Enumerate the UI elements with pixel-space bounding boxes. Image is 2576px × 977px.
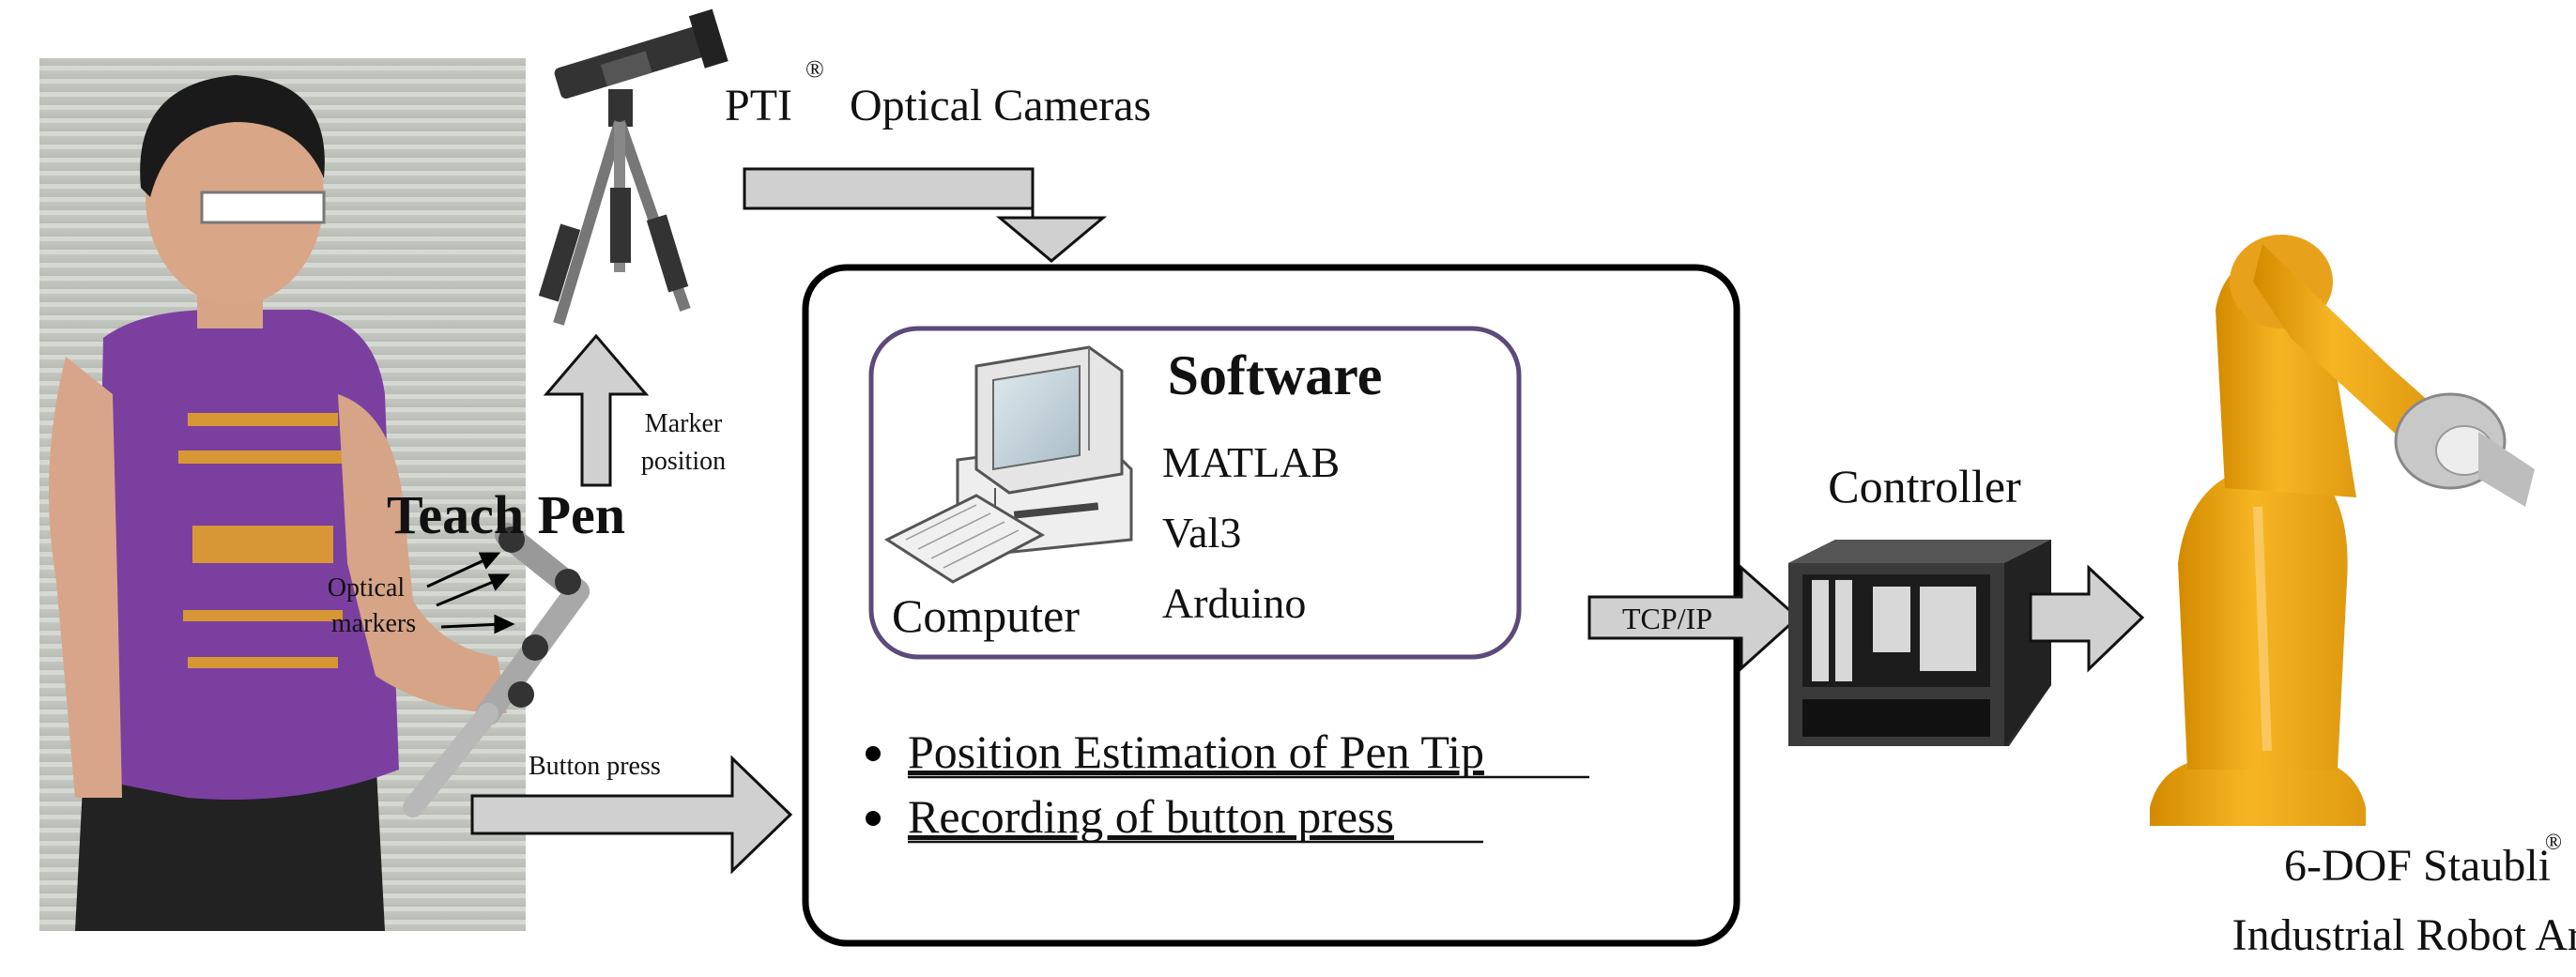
software-title: Software (1168, 344, 1383, 406)
cameras-label: PTI (725, 81, 792, 130)
optical-camera-tripod (538, 8, 728, 326)
computer-icon (883, 345, 1133, 584)
optical-marker (522, 634, 548, 661)
marker-position-line2: position (641, 447, 726, 476)
software-item-matlab: MATLAB (1162, 438, 1340, 486)
controller-label: Controller (1828, 460, 2021, 512)
person-photo (39, 58, 526, 931)
cameras-label-rest: Optical Cameras (850, 81, 1151, 130)
robot-reg-mark: ® (2545, 831, 2562, 855)
optical-marker (555, 569, 581, 595)
robot-label-line1: 6-DOF Staubli (2284, 841, 2551, 891)
optical-marker (508, 681, 534, 708)
controller-to-robot-arrow (2029, 564, 2145, 673)
marker-position-line1: Marker (645, 409, 723, 438)
robot-label-line2: Industrial Robot Arm (2232, 910, 2576, 960)
software-item-val3: Val3 (1162, 509, 1241, 557)
robot-arm-image (2150, 235, 2535, 826)
cameras-to-box-arrow (743, 167, 1108, 263)
cameras-reg-mark: ® (805, 55, 824, 83)
bullet-recording-button-press: Recording of button press (908, 790, 1394, 843)
computer-label: Computer (892, 589, 1080, 642)
tcpip-arrow (1587, 564, 1801, 672)
teach-pen-device (403, 523, 590, 817)
marker-position-arrow (543, 333, 650, 487)
optical-markers-pointers (426, 552, 515, 634)
tcpip-label: TCP/IP (1622, 602, 1712, 635)
optical-markers-label-1: Optical (328, 573, 406, 603)
optical-markers-label-2: markers (331, 609, 416, 638)
bullet-dot (866, 746, 881, 761)
optical-marker (498, 527, 525, 553)
software-item-arduino: Arduino (1162, 579, 1306, 627)
controller-device (1788, 540, 2051, 746)
button-press-label: Button press (529, 752, 661, 781)
teach-pen-title: Teach Pen (387, 484, 625, 545)
button-press-arrow (470, 755, 793, 875)
bullet-dot (866, 811, 881, 826)
bullet-position-estimation: Position Estimation of Pen Tip (908, 725, 1484, 778)
